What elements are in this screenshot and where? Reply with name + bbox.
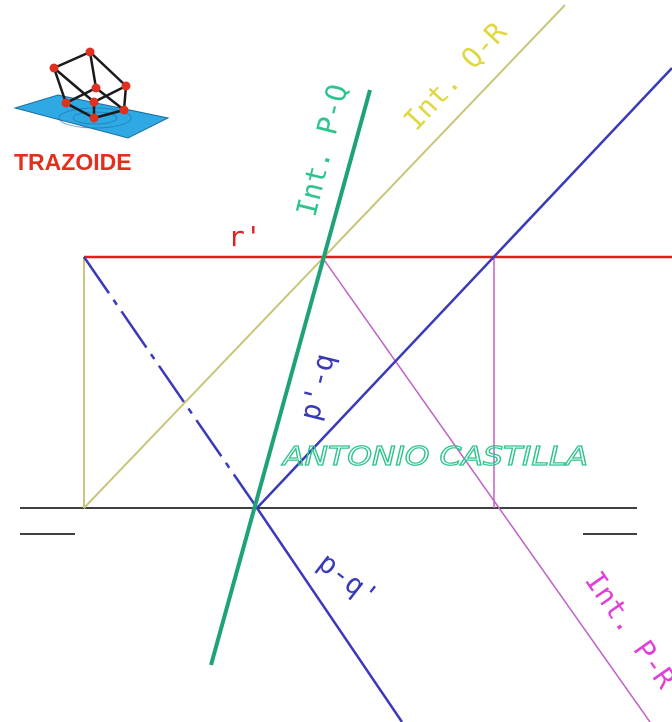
- intersection-p-q-line: [209, 89, 372, 666]
- p-prime-q-line: [256, 67, 672, 509]
- label-int-p-r: Int. P-R: [578, 565, 672, 695]
- cube-vertex-icons: [49, 47, 131, 123]
- label-r-prime: r': [228, 220, 262, 253]
- p-q-prime-line: [255, 507, 404, 722]
- label-int-p-q: Int. P-Q: [290, 81, 355, 220]
- intersection-p-r-line: [321, 256, 651, 722]
- label-p-prime-q: p'-q: [293, 350, 341, 423]
- author-watermark: ANTONIO CASTILLA: [281, 442, 588, 472]
- blue-dashed-line: [82, 256, 259, 509]
- logo-text: TRAZOIDE: [14, 149, 132, 175]
- trazoide-logo: TRAZOIDE: [13, 47, 170, 175]
